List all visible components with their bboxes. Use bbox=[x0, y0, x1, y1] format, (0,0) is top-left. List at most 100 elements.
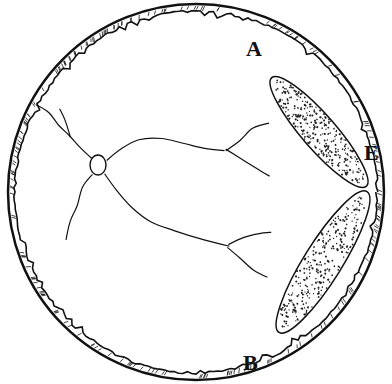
stipple-dot bbox=[327, 260, 330, 263]
stipple-dot bbox=[355, 214, 357, 216]
stipple-dot bbox=[356, 171, 358, 173]
stipple-dot bbox=[361, 203, 363, 205]
stipple-dot bbox=[309, 103, 312, 106]
stipple-dot bbox=[345, 148, 347, 150]
stipple-dot bbox=[297, 319, 299, 321]
stipple-dot bbox=[320, 262, 322, 264]
stipple-dot bbox=[303, 118, 306, 121]
stipple-dot bbox=[303, 272, 305, 274]
rim-hatch bbox=[118, 23, 119, 27]
stipple-dot bbox=[321, 152, 323, 154]
stipple-dot bbox=[340, 138, 343, 141]
stipple-dot bbox=[308, 297, 310, 299]
stipple-dot bbox=[325, 142, 327, 144]
stipple-dot bbox=[304, 307, 306, 309]
stipple-dot bbox=[275, 89, 277, 91]
stipple-dot bbox=[314, 145, 316, 147]
stipple-dot bbox=[323, 250, 326, 253]
stipple-dot bbox=[294, 107, 296, 109]
stipple-dot bbox=[339, 219, 342, 222]
stipple-dot bbox=[299, 115, 302, 118]
stipple-dot bbox=[281, 309, 284, 312]
rim-hatch bbox=[227, 371, 228, 376]
stipple-dot bbox=[339, 155, 341, 157]
stipple-dot bbox=[314, 122, 317, 125]
stipple-dot bbox=[276, 81, 278, 83]
stipple-dot bbox=[285, 111, 287, 113]
rim-hatch bbox=[127, 362, 130, 365]
stipple-dot bbox=[313, 127, 315, 129]
stipple-dot bbox=[352, 205, 354, 207]
rim-hatch bbox=[77, 333, 81, 335]
stipple-dot bbox=[313, 246, 316, 249]
stipple-dot bbox=[322, 155, 324, 157]
stipple-dot bbox=[293, 105, 296, 108]
stipple-dot bbox=[343, 145, 346, 148]
stipple-dot bbox=[309, 127, 311, 129]
stipple-dot bbox=[312, 132, 315, 135]
stipple-dot bbox=[314, 251, 317, 254]
rim-hatch bbox=[310, 48, 314, 50]
stipple-dot bbox=[291, 294, 293, 296]
stipple-dot bbox=[314, 259, 316, 261]
stipple-dot bbox=[304, 104, 307, 107]
stipple-dot bbox=[307, 107, 309, 109]
stipple-dot bbox=[343, 243, 345, 245]
stipple-dot bbox=[340, 141, 342, 143]
stipple-dot bbox=[319, 142, 321, 144]
stipple-dot bbox=[301, 307, 304, 310]
stipple-dot bbox=[283, 90, 286, 93]
stipple-dot bbox=[344, 234, 346, 236]
stipple-dot bbox=[282, 86, 285, 89]
stipple-dot bbox=[302, 130, 305, 133]
rim-hatch bbox=[321, 325, 323, 329]
stipple-dot bbox=[322, 118, 324, 120]
stipple-dot bbox=[292, 86, 295, 89]
stipple-dot bbox=[333, 128, 335, 130]
rim-hatch bbox=[91, 344, 95, 346]
field-rim bbox=[8, 4, 384, 380]
optic-disc bbox=[90, 155, 106, 175]
stipple-dot bbox=[335, 150, 337, 152]
stipple-dot bbox=[304, 138, 306, 140]
rim-hatch bbox=[299, 342, 301, 346]
stipple-dot bbox=[324, 269, 327, 272]
stipple-dot bbox=[338, 266, 340, 268]
rim-hatch bbox=[91, 344, 94, 346]
rim-hatch bbox=[42, 295, 46, 297]
stipple-dot bbox=[322, 240, 324, 242]
stipple-dot bbox=[293, 309, 296, 312]
stipple-dot bbox=[304, 291, 306, 293]
stipple-dot bbox=[317, 272, 319, 274]
stipple-dot bbox=[357, 161, 359, 163]
rim-hatch bbox=[268, 359, 269, 363]
rim-hatch bbox=[314, 52, 318, 54]
stipple-dot bbox=[342, 169, 344, 171]
stipple-dot bbox=[332, 219, 334, 221]
stipple-dot bbox=[289, 96, 291, 98]
stipple-dot bbox=[336, 248, 339, 251]
stipple-dot bbox=[331, 158, 334, 161]
stipple-dot bbox=[332, 140, 335, 143]
stipple-dot bbox=[327, 133, 329, 135]
stipple-dot bbox=[354, 217, 356, 219]
retinal-vessel bbox=[105, 174, 230, 247]
rim-hatch bbox=[138, 15, 139, 20]
rim-hatch bbox=[335, 74, 340, 76]
stipple-dot bbox=[336, 154, 338, 156]
rim-hatch bbox=[201, 374, 203, 378]
stipple-dot bbox=[336, 248, 339, 251]
stipple-dot bbox=[317, 296, 320, 299]
stipple-dot bbox=[319, 270, 322, 273]
stipple-dot bbox=[308, 142, 310, 144]
stipple-dot bbox=[340, 234, 343, 237]
stipple-dot bbox=[277, 100, 280, 103]
stipple-dot bbox=[329, 238, 332, 241]
rim-hatch bbox=[54, 311, 58, 313]
stipple-dot bbox=[338, 165, 340, 167]
stipple-dot bbox=[353, 230, 356, 233]
stipple-dot bbox=[318, 239, 320, 241]
stipple-dot bbox=[325, 242, 327, 244]
stipple-dot bbox=[328, 161, 330, 163]
